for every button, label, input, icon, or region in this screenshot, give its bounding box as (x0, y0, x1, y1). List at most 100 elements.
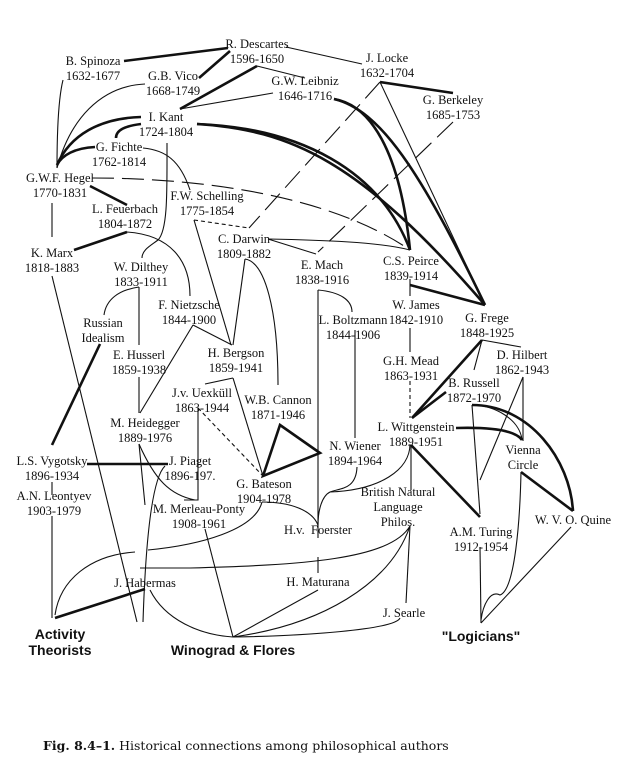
node-name: L.S. Vygotsky (16, 454, 88, 468)
node-dates: 1770-1831 (32, 186, 88, 200)
node-name: G.B. Vico (147, 69, 199, 83)
node-name: G. Berkeley (422, 93, 484, 107)
node-name: L. Wittgenstein (377, 420, 455, 434)
node-name: H. Bergson (207, 346, 265, 360)
edge-vico-hegel (56, 83, 146, 169)
edge-schelling-bergson (193, 219, 232, 346)
node-line2: Language (373, 500, 423, 514)
edge-hilbert-turing (479, 376, 524, 481)
edge-vienna-quine (520, 470, 574, 513)
node-name: C. Darwin (217, 232, 271, 246)
node-dates: 1859-1938 (111, 363, 167, 377)
edge-maturana-winograd (232, 589, 319, 638)
edge-leibniz-kant (179, 92, 274, 110)
node-searle: J. Searle (383, 606, 425, 621)
edge-vico-descartes (198, 50, 231, 79)
node-name: K. Marx (30, 246, 74, 260)
edge-heidegger-habermas (138, 443, 146, 506)
node-dates: 1632-1677 (65, 69, 121, 83)
node-dates: 1844-1900 (161, 313, 217, 327)
edge-dilthey-russian (103, 286, 140, 316)
node-dates: 1632-1704 (359, 66, 415, 80)
edge-kant-dilthey (141, 142, 168, 259)
edge-bateson-foerster (261, 501, 319, 526)
node-name: J. Searle (382, 606, 426, 620)
edge-descartes-leibniz (256, 65, 306, 79)
node-name: G. Frege (465, 311, 509, 325)
node-name: G.H. Mead (383, 354, 439, 368)
node-dates: 1871-1946 (250, 408, 306, 422)
node-name: A.N. Leontyev (16, 489, 92, 503)
node-name: M. Heidegger (110, 416, 180, 430)
figure-caption: Fig. 8.4–1. Historical connections among… (43, 738, 449, 753)
node-dates: 1872-1970 (446, 391, 502, 405)
node-name: W. V. O. Quine (534, 513, 612, 527)
node-name: H. Maturana (286, 575, 350, 589)
edge-turing-logicians (479, 546, 482, 624)
edge-wittgenstein-turing (410, 444, 481, 518)
node-dates: 1685-1753 (425, 108, 481, 122)
edge-bergson-bateson (232, 377, 264, 477)
node-dates: Idealism (81, 331, 125, 345)
node-dates: 1839-1914 (383, 269, 439, 283)
edge-bateson-cannon-wiener (260, 422, 323, 479)
node-dates: 1862-1943 (494, 363, 550, 377)
edge-wittgenstein-foerster (329, 443, 411, 493)
node-dates: 1903-1979 (26, 504, 82, 518)
edge-russian-vygotsky (50, 343, 102, 446)
node-dates: 1809-1882 (216, 247, 272, 261)
node-name: N. Wiener (329, 439, 381, 453)
node-dates: 1833-1911 (114, 275, 168, 289)
node-name: B. Spinoza (65, 54, 121, 68)
node-maturana: H. Maturana (286, 575, 349, 590)
edge-quine-logicians (480, 526, 572, 624)
node-name: F.W. Schelling (170, 189, 244, 203)
edge-feuerbach-marx (73, 230, 128, 252)
node-name: F. Nietzsche (158, 298, 220, 312)
node-habermas: J. Habermas (114, 576, 176, 591)
node-dates: 1908-1961 (171, 517, 227, 531)
node-dates: 1863-1931 (383, 369, 439, 383)
edge-darwin-mach (267, 238, 317, 255)
node-quine: W. V. O. Quine (535, 513, 611, 528)
edge-hegel-peirce (91, 177, 411, 251)
node-name: I. Kant (148, 110, 184, 124)
edge-descartes-locke (285, 46, 363, 65)
node-name: J. Habermas (114, 576, 176, 590)
node-name: W. Dilthey (113, 260, 169, 274)
edge-foerster-activity (54, 551, 136, 616)
edge-searle-winograd (232, 617, 401, 638)
edge-locke-berkeley (379, 80, 454, 95)
node-dates: 1859-1941 (208, 361, 264, 375)
caption-label: Fig. 8.4–1. (43, 738, 116, 753)
node-name: G.W.F. Hegel (26, 171, 94, 185)
edge-spinoza-hegel (56, 79, 64, 169)
node-name: E. Mach (300, 258, 344, 272)
edge-russell-wittgenstein (411, 390, 447, 420)
edge-hegel-feuerbach (89, 184, 128, 207)
node-foerster: H.v. Foerster (284, 523, 352, 538)
node-name: A.M. Turing (449, 525, 513, 539)
node-dates: 1818-1883 (24, 261, 80, 275)
node-name: J. Locke (365, 51, 409, 65)
edge-russell-turing (471, 404, 481, 515)
group-line1: Activity (34, 626, 86, 642)
